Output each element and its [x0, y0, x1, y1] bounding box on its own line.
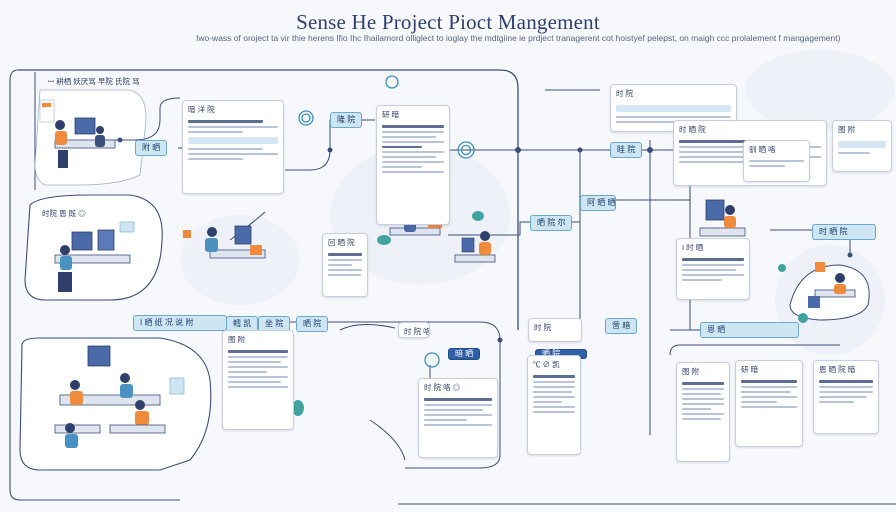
- document-card[interactable]: 图 附: [832, 120, 892, 172]
- document-card[interactable]: 研 暗: [376, 105, 450, 225]
- document-card[interactable]: I 时 晒: [676, 238, 750, 300]
- tag-chip[interactable]: 附 晒: [135, 140, 168, 156]
- document-title: ℃ ∅ 凯: [533, 360, 560, 369]
- tag-chip[interactable]: 眭 院: [610, 142, 643, 158]
- document-title: 时 院 咯: [404, 327, 430, 336]
- tag-chip[interactable]: 晒 院: [296, 316, 329, 332]
- document-title: 时 晒 院: [679, 125, 706, 134]
- document-title: 图 附: [838, 125, 856, 134]
- document-card[interactable]: 图 附: [676, 362, 730, 462]
- tag-chip[interactable]: 恩 晒: [700, 322, 799, 338]
- document-title: 回 晒 院: [328, 238, 355, 247]
- tag-chip[interactable]: 隆 院: [330, 112, 363, 128]
- section-label-top-left: ꟷ 耕栖 妖厌骂 早院 氏院 骂: [48, 77, 140, 86]
- document-card[interactable]: 研 暗: [735, 360, 803, 447]
- document-title: 恩 晒 院 暗: [819, 365, 856, 374]
- document-card[interactable]: 暗 洋 院: [182, 100, 284, 194]
- tag-chip-wide[interactable]: I 晒 纸 况 说 附: [133, 315, 227, 331]
- page-subtitle: Iwo-wass of oroject ta vir thie herens I…: [196, 33, 841, 43]
- document-card[interactable]: 恩 晒 院 暗: [813, 360, 879, 434]
- document-card[interactable]: 时 院 咯: [398, 322, 430, 338]
- document-card[interactable]: 时 院: [528, 318, 582, 342]
- document-title: 时 院 咯 ◎: [424, 383, 461, 392]
- tag-chip-dark[interactable]: 暗 晒: [448, 348, 481, 360]
- document-title: 研 暗: [741, 365, 759, 374]
- document-card[interactable]: 驯 晒 咯: [743, 140, 810, 182]
- document-title: 图 附: [682, 367, 700, 376]
- document-card[interactable]: 图 附: [222, 330, 294, 430]
- document-title: 时 院: [534, 323, 552, 332]
- document-card[interactable]: 时 院 咯 ◎: [418, 378, 498, 458]
- document-title: 暗 洋 院: [188, 105, 215, 114]
- document-title: I 时 晒: [682, 243, 704, 252]
- workstation-top-left-icon: [39, 99, 116, 168]
- tag-chip[interactable]: 晒 院 尔: [530, 215, 573, 231]
- tag-chip[interactable]: 时 晒 院: [812, 224, 876, 240]
- document-card[interactable]: ℃ ∅ 凯: [527, 355, 581, 455]
- document-title: 时 院: [616, 89, 634, 98]
- document-title: 研 暗: [382, 110, 400, 119]
- document-title: 图 附: [228, 335, 246, 344]
- page-title: Sense He Project Pioct Mangement: [296, 10, 600, 34]
- tag-chip[interactable]: 啻 暗: [605, 318, 638, 334]
- document-card[interactable]: 回 晒 院: [322, 233, 368, 297]
- tag-chip[interactable]: 阿 晒 晒: [580, 195, 616, 211]
- section-label-left-mid: 时院 恩 既 ◎: [42, 209, 86, 218]
- document-title: 驯 晒 咯: [749, 145, 776, 154]
